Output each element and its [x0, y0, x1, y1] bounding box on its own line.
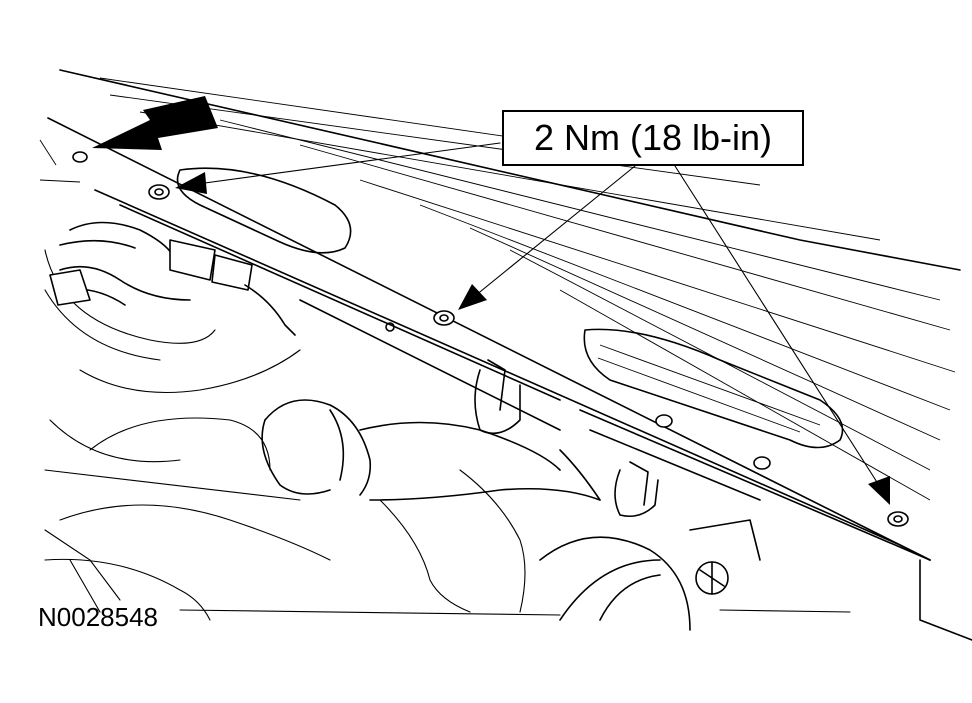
panel-pad-left [176, 167, 352, 254]
nut-3 [887, 511, 909, 527]
torque-callout: 2 Nm (18 lb-in) [502, 110, 804, 166]
small-bolt [72, 151, 88, 163]
lower-rail [94, 189, 972, 641]
lower-hose [539, 519, 761, 631]
figure-id: N0028548 [38, 602, 158, 632]
nut-2 [433, 310, 455, 326]
panel-pad-right [583, 328, 844, 449]
nut-1 [148, 184, 170, 200]
engine-background [44, 249, 851, 621]
nut-5 [753, 456, 771, 470]
upper-hose [261, 399, 601, 501]
hose-clip-2 [614, 461, 659, 518]
nut-4 [655, 414, 673, 428]
hose-clip-1 [474, 359, 521, 435]
callout-leaders [175, 142, 890, 505]
panel-hole [385, 322, 395, 332]
torque-label: 2 Nm (18 lb-in) [534, 117, 772, 158]
wiring-harness [49, 221, 296, 336]
direction-arrow [92, 96, 218, 150]
